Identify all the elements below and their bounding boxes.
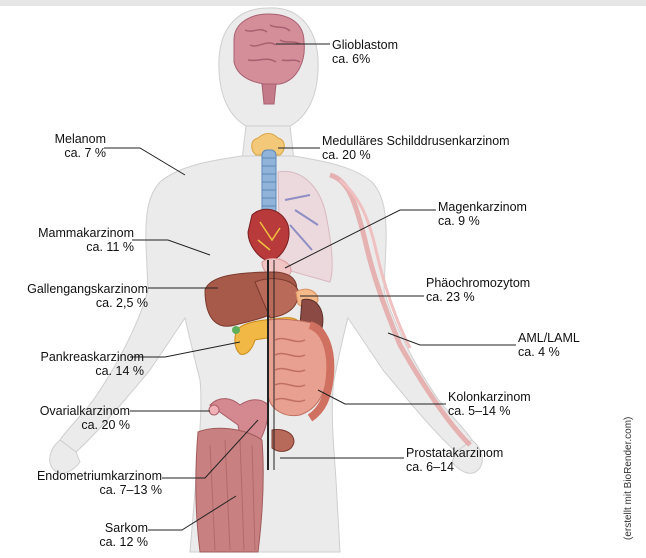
label-pankreas: Pankreaskarzinom ca. 14 % bbox=[40, 350, 144, 378]
label-name: Gallengangskarzinom bbox=[27, 282, 148, 296]
label-melanom: Melanom ca. 7 % bbox=[55, 132, 106, 160]
label-percent: ca. 2,5 % bbox=[27, 296, 148, 310]
label-percent: ca. 9 % bbox=[438, 214, 527, 228]
label-sarkom: Sarkom ca. 12 % bbox=[99, 521, 148, 549]
label-percent: ca. 20 % bbox=[322, 148, 510, 162]
label-name: Endometriumkarzinom bbox=[37, 469, 162, 483]
label-endometrium: Endometriumkarzinom ca. 7–13 % bbox=[37, 469, 162, 497]
brain bbox=[234, 14, 304, 84]
label-name: Melanom bbox=[55, 132, 106, 146]
label-kolon: Kolonkarzinom ca. 5–14 % bbox=[448, 390, 531, 418]
label-glioblastom: Glioblastom ca. 6% bbox=[332, 38, 398, 66]
label-name: Magenkarzinom bbox=[438, 200, 527, 214]
label-aml: AML/LAML ca. 4 % bbox=[518, 331, 580, 359]
label-prostata: Prostatakarzinom ca. 6–14 bbox=[406, 446, 503, 474]
label-gallengang: Gallengangskarzinom ca. 2,5 % bbox=[27, 282, 148, 310]
leader-melanom bbox=[104, 148, 185, 175]
label-magen: Magenkarzinom ca. 9 % bbox=[438, 200, 527, 228]
label-name: Sarkom bbox=[99, 521, 148, 535]
label-percent: ca. 23 % bbox=[426, 290, 530, 304]
label-name: Glioblastom bbox=[332, 38, 398, 52]
label-name: Pankreaskarzinom bbox=[40, 350, 144, 364]
label-name: Prostatakarzinom bbox=[406, 446, 503, 460]
label-name: AML/LAML bbox=[518, 331, 580, 345]
label-percent: ca. 6% bbox=[332, 52, 398, 66]
label-name: Ovarialkarzinom bbox=[40, 404, 130, 418]
label-name: Mammakarzinom bbox=[38, 226, 134, 240]
label-percent: ca. 4 % bbox=[518, 345, 580, 359]
label-name: Kolonkarzinom bbox=[448, 390, 531, 404]
label-phaeo: Phäochromozytom ca. 23 % bbox=[426, 276, 530, 304]
label-percent: ca. 14 % bbox=[40, 364, 144, 378]
label-percent: ca. 6–14 bbox=[406, 460, 503, 474]
label-percent: ca. 7–13 % bbox=[37, 483, 162, 497]
label-percent: ca. 11 % bbox=[38, 240, 134, 254]
ovary bbox=[209, 405, 219, 415]
label-ovarial: Ovarialkarzinom ca. 20 % bbox=[40, 404, 130, 432]
label-percent: ca. 5–14 % bbox=[448, 404, 531, 418]
label-percent: ca. 7 % bbox=[55, 146, 106, 160]
brainstem bbox=[262, 84, 276, 104]
label-name: Phäochromozytom bbox=[426, 276, 530, 290]
label-percent: ca. 12 % bbox=[99, 535, 148, 549]
label-schilddruse: Medulläres Schilddrusenkarzinom ca. 20 % bbox=[322, 134, 510, 162]
label-name: Medulläres Schilddrusenkarzinom bbox=[322, 134, 510, 148]
gallbladder bbox=[232, 326, 240, 334]
label-percent: ca. 20 % bbox=[40, 418, 130, 432]
credit-text: (erstellt mit BioRender.com) bbox=[623, 417, 634, 540]
label-mamma: Mammakarzinom ca. 11 % bbox=[38, 226, 134, 254]
